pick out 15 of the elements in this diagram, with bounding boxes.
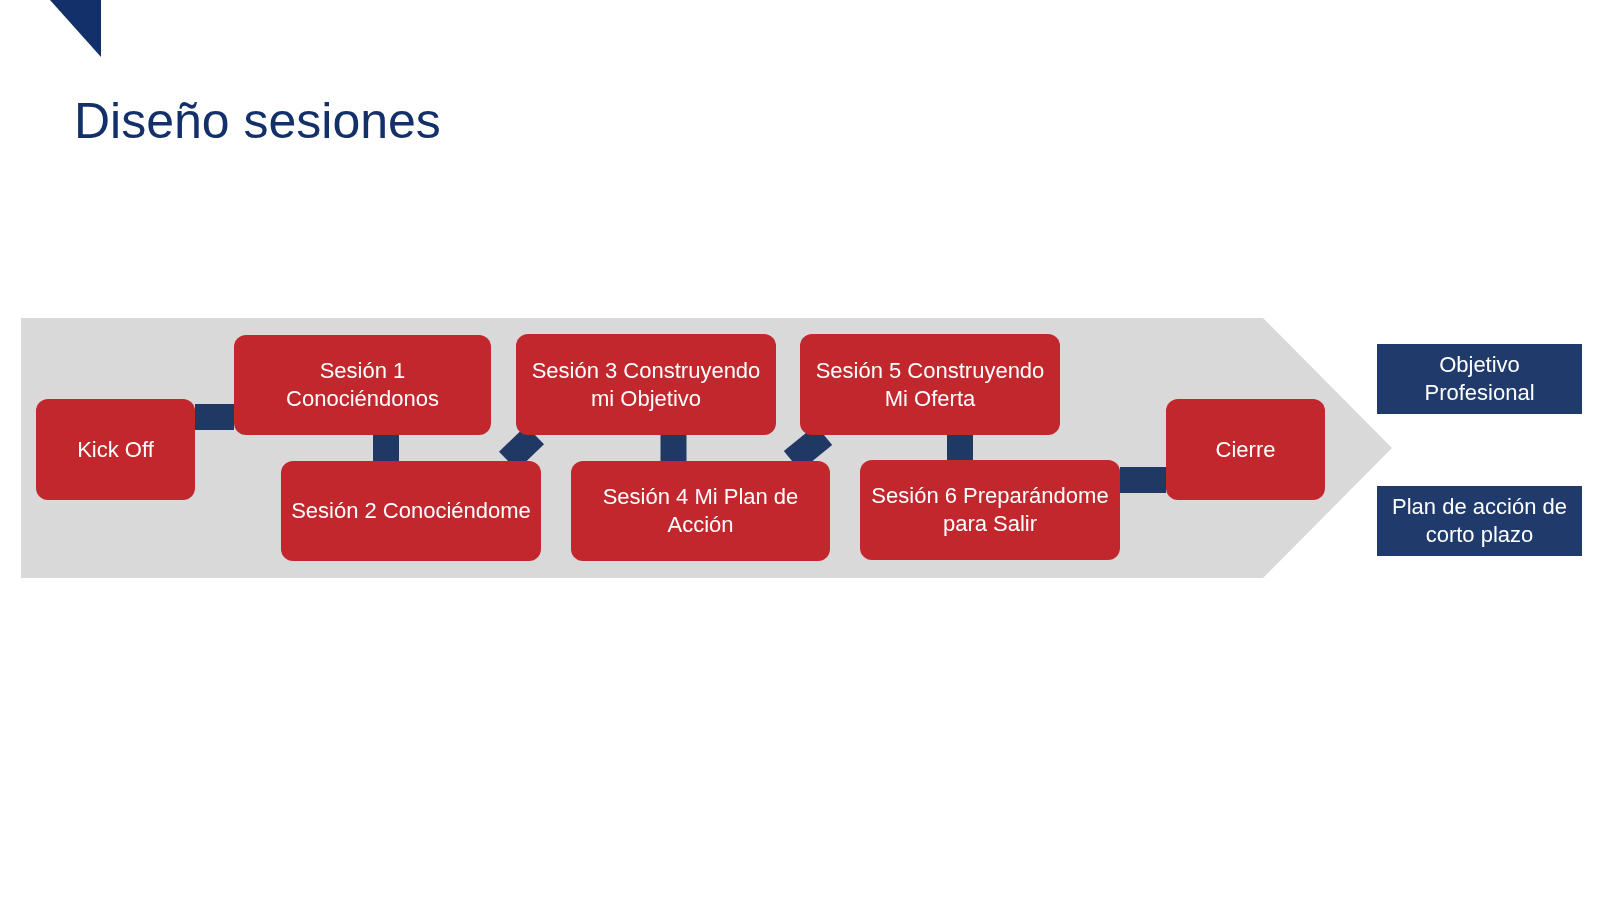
session-box: Cierre	[1166, 399, 1325, 500]
connector-bar	[195, 404, 234, 430]
connector-bar	[373, 435, 399, 461]
outcome-box: Plan de acción de corto plazo	[1377, 486, 1582, 556]
connector-bar	[660, 435, 687, 461]
connector-bar	[1120, 467, 1166, 493]
session-box: Sesión 3 Construyendo mi Objetivo	[516, 334, 776, 435]
slide-title: Diseño sesiones	[74, 92, 441, 150]
outcome-box: Objetivo Profesional	[1377, 344, 1582, 414]
session-box: Sesión 1 Conociéndonos	[234, 335, 491, 435]
session-box: Sesión 2 Conociéndome	[281, 461, 541, 561]
session-box: Sesión 4 Mi Plan de Acción	[571, 461, 830, 561]
session-box: Sesión 6 Preparándome para Salir	[860, 460, 1120, 560]
session-box: Kick Off	[36, 399, 195, 500]
session-box: Sesión 5 Construyendo Mi Oferta	[800, 334, 1060, 435]
